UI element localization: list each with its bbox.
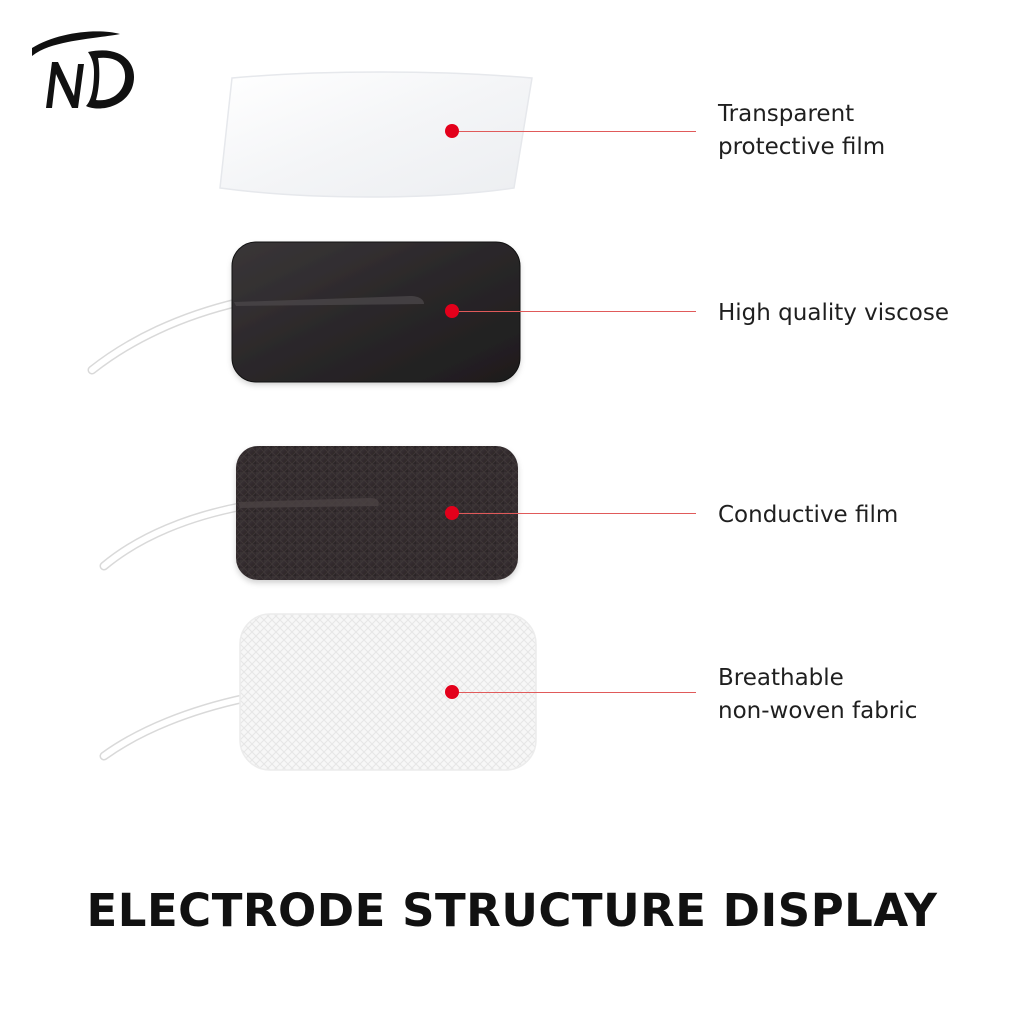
transparent-film-layer (219, 71, 533, 198)
label-transparent-film: Transparent protective film (718, 101, 886, 160)
callout-line-conductive-film (452, 513, 696, 514)
page-title: ELECTRODE STRUCTURE DISPLAY (86, 884, 938, 937)
viscose-layer (87, 241, 521, 383)
callout-dot-transparent-film (445, 124, 459, 138)
callout-line-viscose (452, 311, 696, 312)
callout-line-transparent-film (452, 131, 696, 132)
nonwoven-fabric-layer (99, 613, 537, 771)
nd-brand-logo: ND (32, 31, 135, 109)
label-viscose: High quality viscose (718, 300, 949, 326)
conductive-film-layer (99, 446, 518, 580)
callout-dot-viscose (445, 304, 459, 318)
label-nonwoven-fabric: Breathable non-woven fabric (718, 665, 918, 724)
callout-line-nonwoven-fabric (452, 692, 696, 693)
callout-dot-conductive-film (445, 506, 459, 520)
callout-dot-nonwoven-fabric (445, 685, 459, 699)
label-conductive-film: Conductive film (718, 502, 899, 528)
layers-illustration (87, 71, 537, 771)
